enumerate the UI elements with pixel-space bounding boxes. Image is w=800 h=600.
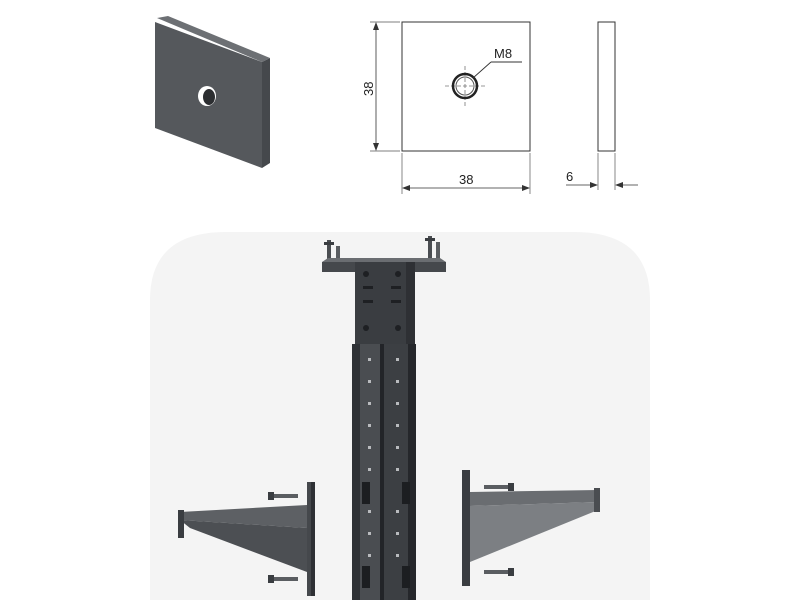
hole-size-label: M8 xyxy=(494,46,512,61)
bolts xyxy=(484,483,514,576)
column-slots xyxy=(368,358,399,557)
bracket-left-web xyxy=(180,520,307,572)
top-studs xyxy=(324,236,440,264)
plate-height-dimension: 38 xyxy=(361,82,376,96)
bracket-left xyxy=(178,482,315,596)
plate-width-dimension: 38 xyxy=(459,172,473,187)
hole-circle xyxy=(451,72,479,100)
bracket-right xyxy=(462,470,600,586)
plate-front-view: M8 38 38 xyxy=(361,21,531,194)
bracket-right-plate xyxy=(462,470,470,586)
plate-thickness-dimension: 6 xyxy=(566,169,573,184)
bolts xyxy=(268,492,298,583)
bracket-right-web xyxy=(470,502,598,562)
plate-side-view: 6 xyxy=(566,21,638,190)
plate-3d-view xyxy=(155,16,270,168)
column-assembly xyxy=(322,236,446,600)
